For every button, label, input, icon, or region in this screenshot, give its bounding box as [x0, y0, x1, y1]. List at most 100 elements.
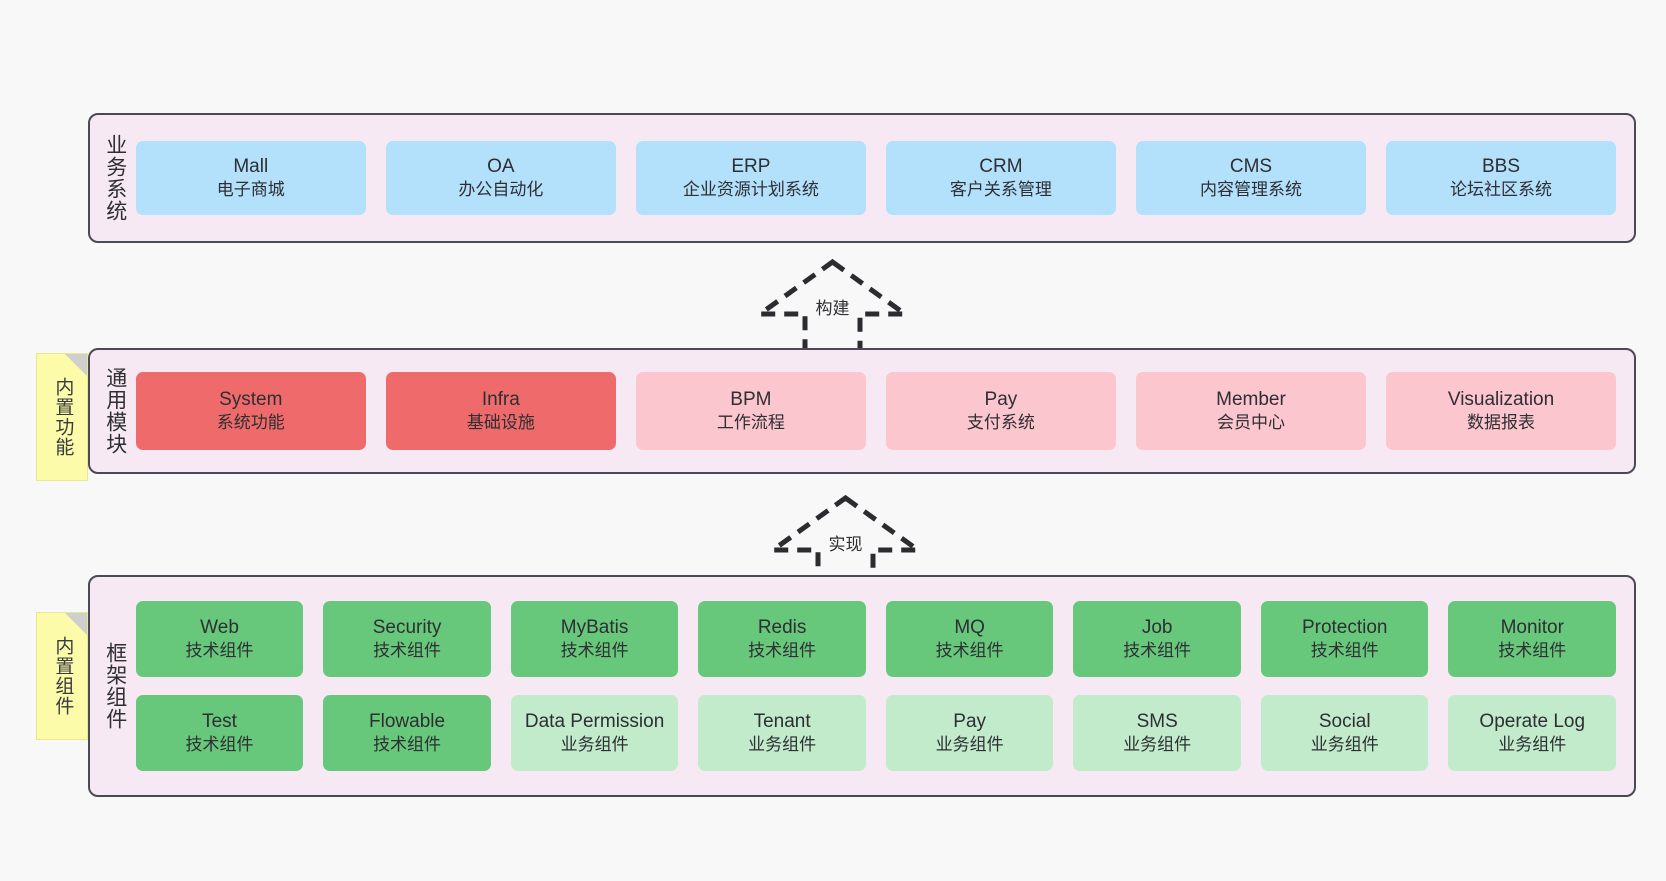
node-title: OA: [487, 156, 515, 178]
node-subtitle: 业务组件: [1498, 735, 1567, 755]
node-test[interactable]: Test 技术组件: [135, 695, 304, 771]
node-title: Redis: [757, 617, 807, 639]
node-bpm[interactable]: BPM 工作流程: [635, 372, 866, 450]
layer-body-common-module: System 系统功能 Infra 基础设施 BPM 工作流程 Pay 支付系统…: [135, 350, 1634, 472]
box-row: Mall 电子商城 OA 办公自动化 ERP 企业资源计划系统 CRM 客户关系…: [135, 141, 1617, 215]
node-oa[interactable]: OA 办公自动化: [385, 141, 616, 215]
node-title: Visualization: [1447, 389, 1555, 411]
node-member[interactable]: Member 会员中心: [1135, 372, 1366, 450]
node-subtitle: 业务组件: [1123, 735, 1192, 755]
node-subtitle: 技术组件: [185, 641, 254, 661]
node-subtitle: 业务组件: [1310, 735, 1379, 755]
node-title: Test: [202, 711, 237, 733]
node-monitor[interactable]: Monitor 技术组件: [1448, 601, 1617, 677]
layer-title-business-system: 业务系统: [103, 134, 127, 222]
node-title: CRM: [979, 156, 1023, 178]
node-subtitle: 办公自动化: [458, 180, 544, 200]
node-title: Web: [200, 617, 239, 639]
node-title: Monitor: [1500, 617, 1564, 639]
node-title: BPM: [730, 389, 772, 411]
node-tenant[interactable]: Tenant 业务组件: [698, 695, 866, 771]
node-security[interactable]: Security 技术组件: [323, 601, 491, 677]
node-subtitle: 基础设施: [466, 413, 535, 433]
node-mall[interactable]: Mall 电子商城: [135, 141, 366, 215]
node-pay[interactable]: Pay 支付系统: [885, 372, 1116, 450]
node-title: Mall: [233, 156, 269, 178]
layer-body-framework-component: Web 技术组件 Security 技术组件 MyBatis 技术组件 Redi…: [135, 577, 1634, 795]
layer-common-module: 通用模块 System 系统功能 Infra 基础设施 BPM 工作流程 Pay…: [88, 348, 1636, 474]
node-data-permission[interactable]: Data Permission 业务组件: [510, 695, 679, 771]
node-title: Security: [372, 617, 442, 639]
node-title: Member: [1216, 389, 1286, 411]
node-title: Job: [1141, 617, 1173, 639]
node-subtitle: 支付系统: [966, 413, 1035, 433]
node-subtitle: 工作流程: [716, 413, 785, 433]
node-pay-business[interactable]: Pay 业务组件: [885, 695, 1054, 771]
node-title: System: [219, 389, 283, 411]
node-mq[interactable]: MQ 技术组件: [885, 601, 1054, 677]
sticky-note-label: 内置组件: [52, 636, 74, 716]
node-flowable[interactable]: Flowable 技术组件: [323, 695, 491, 771]
node-erp[interactable]: ERP 企业资源计划系统: [635, 141, 866, 215]
connector-build-arrow: 构建: [755, 258, 910, 358]
node-cms[interactable]: CMS 内容管理系统: [1135, 141, 1366, 215]
node-mybatis[interactable]: MyBatis 技术组件: [510, 601, 679, 677]
node-subtitle: 客户关系管理: [949, 180, 1052, 200]
sticky-note-builtin-components: 内置组件: [36, 612, 88, 740]
node-subtitle: 技术组件: [185, 735, 254, 755]
node-sms[interactable]: SMS 业务组件: [1073, 695, 1241, 771]
node-subtitle: 内容管理系统: [1199, 180, 1302, 200]
node-subtitle: 数据报表: [1467, 413, 1536, 433]
node-subtitle: 技术组件: [935, 641, 1004, 661]
node-title: Tenant: [753, 711, 811, 733]
node-title: Protection: [1301, 617, 1388, 639]
node-system[interactable]: System 系统功能: [135, 372, 366, 450]
connector-label: 构建: [815, 299, 850, 318]
connector-label: 实现: [828, 535, 863, 554]
node-title: Operate Log: [1479, 711, 1586, 733]
node-protection[interactable]: Protection 技术组件: [1260, 601, 1429, 677]
node-title: Pay: [984, 389, 1018, 411]
connector-implement-arrow: 实现: [768, 494, 923, 594]
node-infra[interactable]: Infra 基础设施: [385, 372, 616, 450]
node-bbs[interactable]: BBS 论坛社区系统: [1386, 141, 1617, 215]
node-visualization[interactable]: Visualization 数据报表: [1386, 372, 1617, 450]
node-title: ERP: [731, 156, 771, 178]
box-row: Test 技术组件 Flowable 技术组件 Data Permission …: [135, 695, 1617, 771]
node-social[interactable]: Social 业务组件: [1260, 695, 1429, 771]
node-subtitle: 论坛社区系统: [1450, 180, 1553, 200]
node-title: MQ: [954, 617, 985, 639]
layer-title-common-module: 通用模块: [103, 367, 127, 455]
node-crm[interactable]: CRM 客户关系管理: [885, 141, 1116, 215]
layer-title-framework-component: 框架组件: [103, 642, 127, 730]
node-title: Flowable: [369, 711, 446, 733]
node-subtitle: 业务组件: [748, 735, 817, 755]
box-row: Web 技术组件 Security 技术组件 MyBatis 技术组件 Redi…: [135, 601, 1617, 677]
layer-body-business-system: Mall 电子商城 OA 办公自动化 ERP 企业资源计划系统 CRM 客户关系…: [135, 115, 1634, 241]
node-subtitle: 技术组件: [373, 735, 442, 755]
layer-framework-component: 框架组件 Web 技术组件 Security 技术组件 MyBatis 技术组件…: [88, 575, 1636, 797]
node-web[interactable]: Web 技术组件: [135, 601, 304, 677]
node-subtitle: 企业资源计划系统: [682, 180, 819, 200]
node-operate-log[interactable]: Operate Log 业务组件: [1448, 695, 1617, 771]
sticky-note-builtin-features: 内置功能: [36, 353, 88, 481]
node-title: CMS: [1229, 156, 1273, 178]
node-title: Social: [1318, 711, 1371, 733]
node-title: Infra: [481, 389, 520, 411]
node-subtitle: 技术组件: [560, 641, 629, 661]
node-job[interactable]: Job 技术组件: [1073, 601, 1241, 677]
layer-business-system: 业务系统 Mall 电子商城 OA 办公自动化 ERP 企业资源计划系统 CRM…: [88, 113, 1636, 243]
node-subtitle: 技术组件: [748, 641, 817, 661]
node-title: Pay: [953, 711, 987, 733]
folded-corner-icon: [65, 354, 87, 376]
box-row: System 系统功能 Infra 基础设施 BPM 工作流程 Pay 支付系统…: [135, 372, 1617, 450]
node-subtitle: 业务组件: [935, 735, 1004, 755]
node-subtitle: 技术组件: [1498, 641, 1567, 661]
node-subtitle: 业务组件: [560, 735, 629, 755]
node-redis[interactable]: Redis 技术组件: [698, 601, 866, 677]
node-subtitle: 会员中心: [1216, 413, 1285, 433]
node-subtitle: 技术组件: [1310, 641, 1379, 661]
node-title: SMS: [1136, 711, 1178, 733]
node-title: BBS: [1482, 156, 1521, 178]
